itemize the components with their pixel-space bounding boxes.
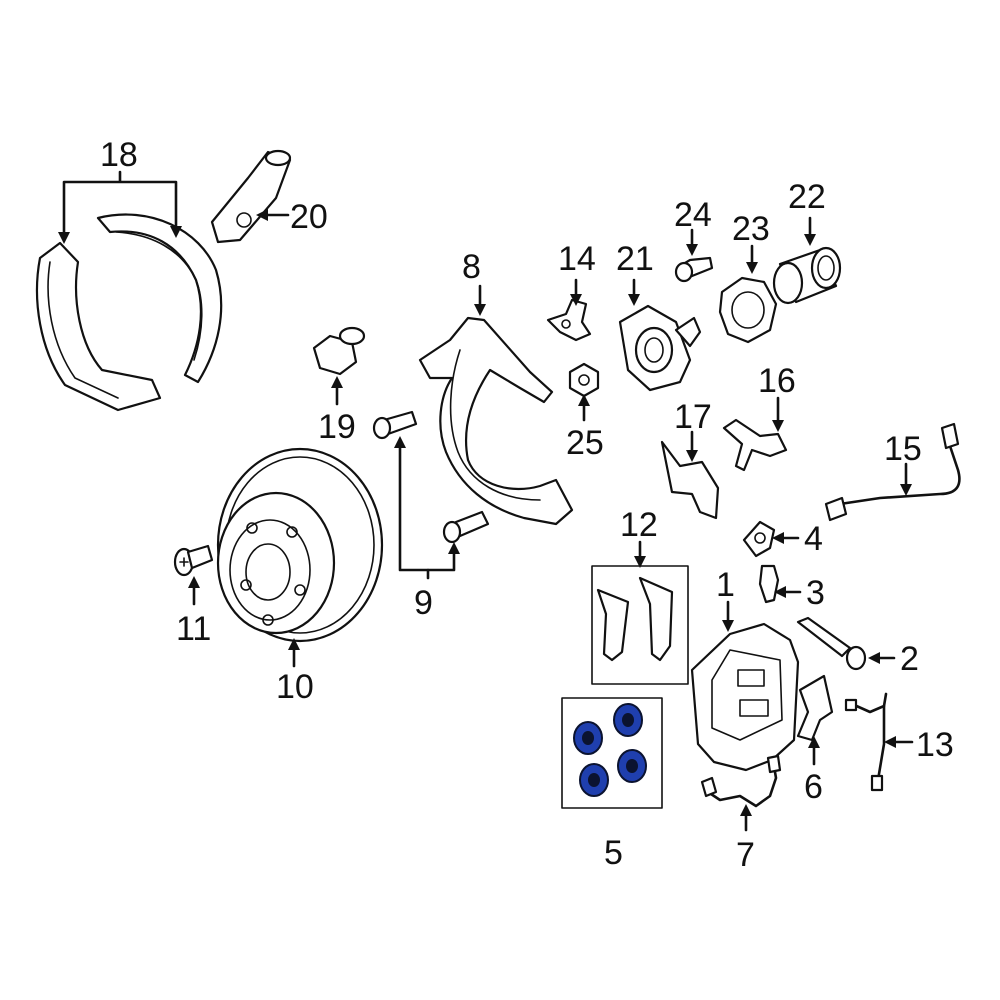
callout-17: 17 [674, 398, 712, 436]
callout-18: 18 [100, 136, 138, 174]
callout-22: 22 [788, 178, 826, 216]
callout-15-leader [900, 462, 912, 496]
part-2-guide-bolt[interactable] [796, 616, 867, 671]
part-10-brake-rotor[interactable] [216, 447, 384, 643]
part-4-clip[interactable] [742, 520, 776, 558]
part-18-brake-shoes[interactable] [35, 213, 223, 412]
callout-24-leader [686, 228, 698, 256]
part-6-pad-clip[interactable] [796, 674, 834, 742]
callout-6: 6 [804, 768, 823, 806]
part-7-brake-line[interactable] [700, 754, 782, 808]
part-11-rotor-screw[interactable] [173, 544, 214, 577]
callout-6-leader [808, 736, 820, 766]
callout-21: 21 [616, 240, 654, 278]
seal-1 [573, 721, 603, 755]
callout-23-leader [746, 244, 758, 274]
callout-14: 14 [558, 240, 596, 278]
part-21-hub[interactable] [618, 304, 702, 392]
part-12-brake-pads[interactable] [596, 576, 674, 662]
callout-7: 7 [736, 836, 755, 874]
callout-15: 15 [884, 430, 922, 468]
seal-2 [613, 703, 643, 737]
callout-20: 20 [290, 198, 328, 236]
part-14-bracket[interactable] [546, 298, 592, 342]
callout-10-leader [288, 638, 300, 668]
callout-4-leader [772, 532, 800, 544]
callout-1: 1 [716, 566, 735, 604]
callout-16-leader [772, 396, 784, 432]
part-17-clip[interactable] [660, 440, 720, 520]
callout-24: 24 [674, 196, 712, 234]
callout-14-leader [570, 278, 582, 306]
seal-4 [617, 749, 647, 783]
part-25-nut[interactable] [568, 362, 600, 398]
part-3-bleeder[interactable] [758, 564, 780, 604]
part-24-bolt[interactable] [674, 256, 714, 283]
callout-19-leader [331, 376, 343, 406]
part-23-plate[interactable] [718, 276, 778, 344]
callout-13: 13 [916, 726, 954, 764]
callout-3-leader [774, 586, 802, 598]
callout-13-leader [884, 736, 914, 748]
callout-8: 8 [462, 248, 481, 286]
callout-5: 5 [604, 834, 623, 872]
part-20-adjuster[interactable] [210, 149, 292, 244]
callout-10: 10 [276, 668, 314, 706]
callout-18-leader [58, 170, 182, 244]
callout-12: 12 [620, 506, 658, 544]
part-19-adjuster-nut[interactable] [312, 326, 366, 376]
callout-19: 19 [318, 408, 356, 446]
part-13-wear-sensor[interactable] [844, 692, 888, 792]
callout-16: 16 [758, 362, 796, 400]
part-15-brake-hose[interactable] [824, 422, 961, 522]
callout-2: 2 [900, 640, 919, 678]
callout-25-leader [578, 394, 590, 422]
callout-4: 4 [804, 520, 823, 558]
callout-9: 9 [414, 584, 433, 622]
callout-2-leader [868, 652, 896, 664]
callout-3: 3 [806, 574, 825, 612]
callout-8-leader [474, 284, 486, 316]
callout-21-leader [628, 278, 640, 306]
callout-12-leader [634, 540, 646, 568]
callout-11: 11 [176, 610, 211, 648]
callout-11-leader [188, 576, 200, 606]
callout-22-leader [804, 216, 816, 246]
part-16-sensor-line[interactable] [722, 418, 788, 472]
callout-9-leader [394, 436, 460, 580]
callout-1-leader [722, 600, 734, 632]
part-22-bearing[interactable] [772, 246, 842, 305]
callout-20-leader [256, 209, 290, 221]
callout-25: 25 [566, 424, 604, 462]
callout-17-leader [686, 430, 698, 462]
seal-3 [579, 763, 609, 797]
part-9-bolts[interactable] [372, 410, 490, 544]
part-1-caliper[interactable] [690, 622, 800, 772]
callout-23: 23 [732, 210, 770, 248]
part-8-splash-shield[interactable] [418, 316, 574, 526]
part-5-frame [561, 697, 663, 809]
part-5-piston-seals[interactable] [573, 703, 647, 797]
callout-7-leader [740, 804, 752, 832]
